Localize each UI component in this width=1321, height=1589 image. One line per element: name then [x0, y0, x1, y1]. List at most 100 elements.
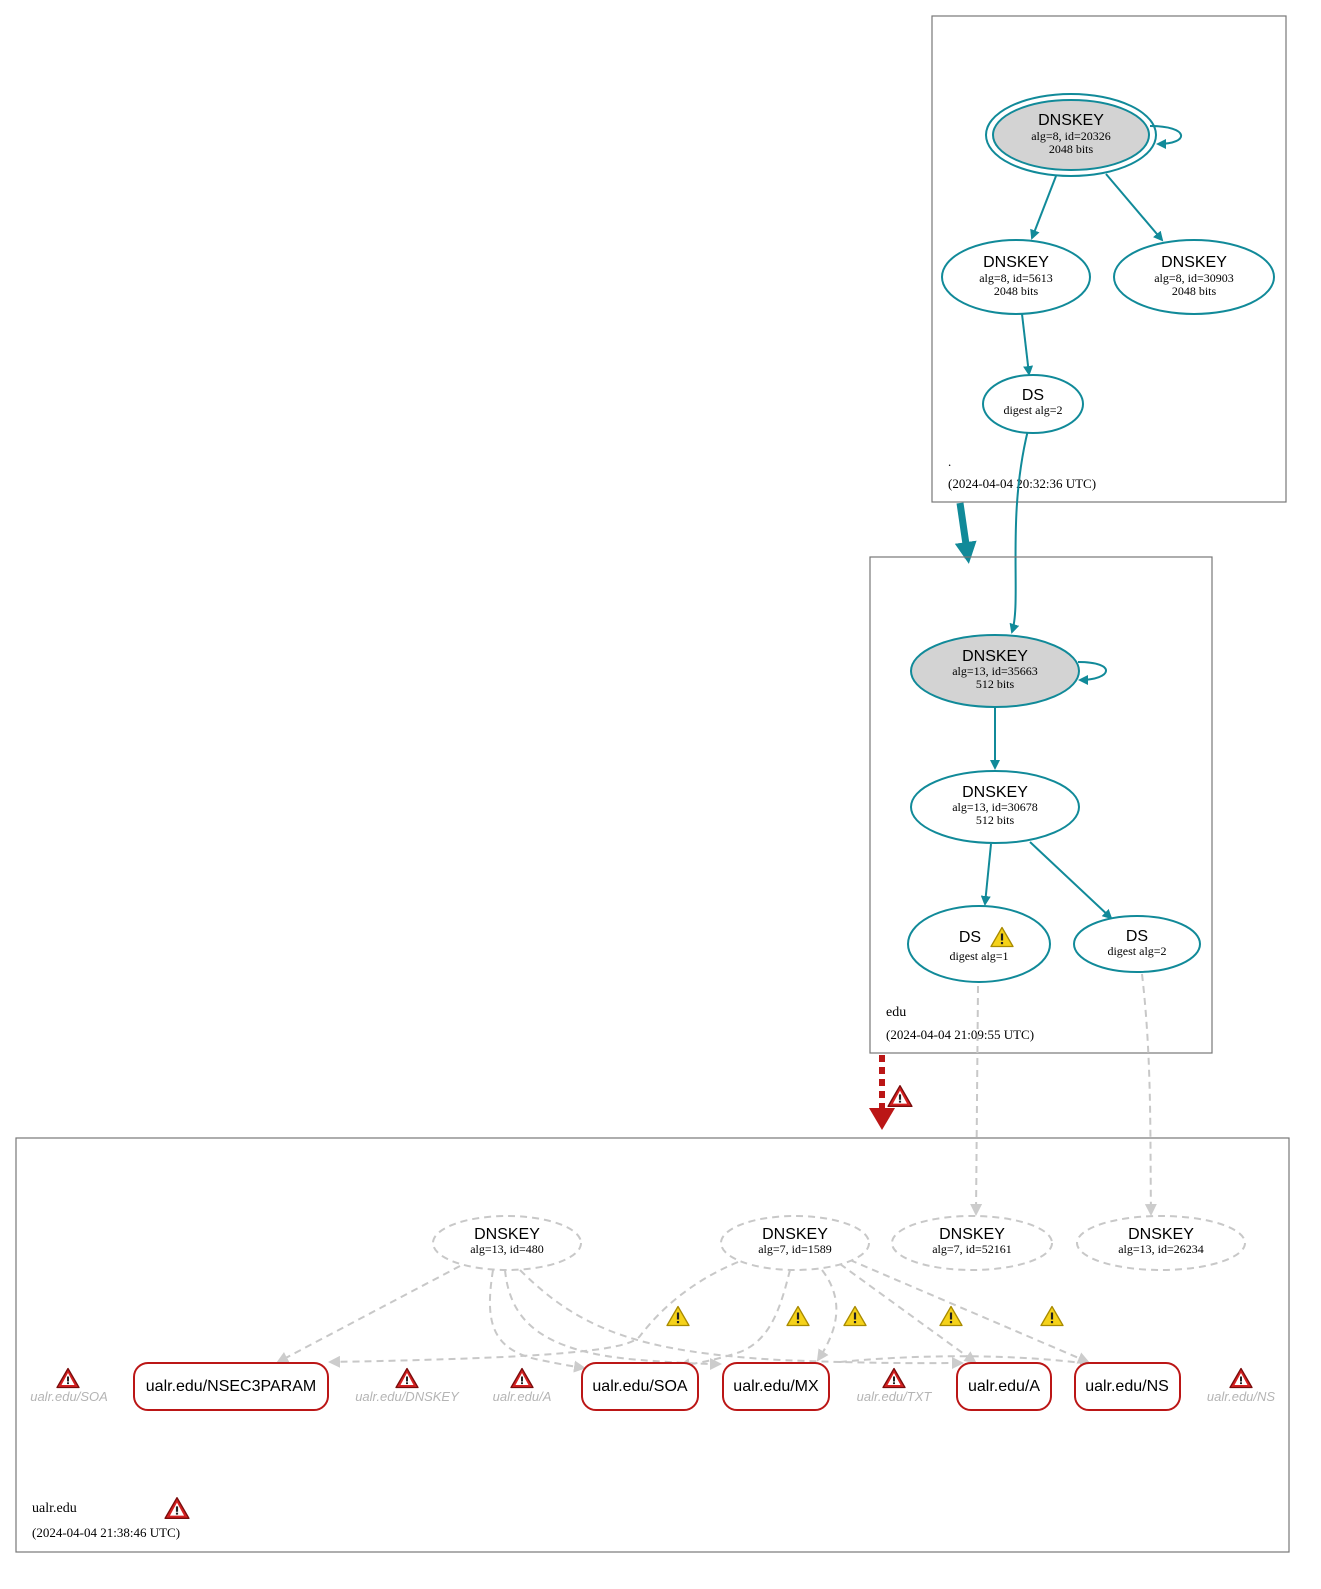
- ualr-key-3[interactable]: DNSKEY alg=7, id=52161: [891, 1215, 1053, 1271]
- ualr-key-4[interactable]: DNSKEY alg=13, id=26234: [1076, 1215, 1246, 1271]
- edu-ksk-bits: 512 bits: [976, 677, 1015, 691]
- edge-key2-mx: [816, 1269, 838, 1362]
- missing-ns-error-icon: [1229, 1367, 1253, 1389]
- edge-key1-a: [519, 1269, 964, 1370]
- zone-root: . (2024-04-04 20:32:36 UTC): [931, 15, 1287, 503]
- edge-key1-nsec3param: [276, 1265, 461, 1363]
- edge-edu-ksk-self: [1077, 661, 1107, 685]
- rrset-mx-label: ualr.edu/MX: [733, 1378, 819, 1395]
- rrset-ns[interactable]: ualr.edu/NS: [1074, 1362, 1181, 1411]
- rrset-soa[interactable]: ualr.edu/SOA: [581, 1362, 699, 1411]
- warning-icon: [786, 1305, 810, 1327]
- ualr-key-2-title: DNSKEY: [762, 1226, 828, 1243]
- root-ksk-title: DNSKEY: [1038, 112, 1104, 129]
- root-ksk-alg: alg=8, id=20326: [1031, 129, 1111, 143]
- edge-root-ds-edu-ksk: [1009, 429, 1029, 634]
- edu-zsk-node[interactable]: DNSKEY alg=13, id=30678 512 bits: [910, 770, 1080, 844]
- zone-edu-name: edu: [886, 1005, 906, 1020]
- edge-warnings: [666, 1305, 1064, 1327]
- ualr-key-2[interactable]: DNSKEY alg=7, id=1589: [720, 1215, 870, 1271]
- edu-edges: [980, 661, 1113, 920]
- edge-key2-a: [839, 1263, 977, 1364]
- edge-delegation-root-edu: [954, 502, 977, 564]
- missing-a-error-icon: [510, 1367, 534, 1389]
- zone-edu-timestamp: (2024-04-04 21:09:55 UTC): [886, 1027, 1034, 1042]
- ualr-key-1[interactable]: DNSKEY alg=13, id=480: [432, 1215, 582, 1271]
- warning-icon: [939, 1305, 963, 1327]
- missing-soa-label: ualr.edu/SOA: [30, 1389, 108, 1404]
- warning-icon: [666, 1305, 690, 1327]
- missing-soa[interactable]: ualr.edu/SOA: [30, 1367, 108, 1405]
- root-ksk-bits: 2048 bits: [1049, 142, 1094, 156]
- edu-ksk-alg: alg=13, id=35663: [952, 664, 1038, 678]
- edge-edu-ds2-ualr-key4: [1141, 973, 1157, 1216]
- warning-icon: [843, 1305, 867, 1327]
- ualr-key-1-title: DNSKEY: [474, 1226, 540, 1243]
- root-zsk1-node[interactable]: DNSKEY alg=8, id=5613 2048 bits: [941, 239, 1091, 315]
- edge-root-zsk1-ds: [1021, 313, 1034, 376]
- ualr-key-4-title: DNSKEY: [1128, 1226, 1194, 1243]
- edu-ds1-node[interactable]: DS digest alg=1: [907, 905, 1051, 983]
- ualr-key-2-alg: alg=7, id=1589: [758, 1242, 832, 1256]
- rrset-a[interactable]: ualr.edu/A: [956, 1362, 1052, 1411]
- edge-key1-soa: [488, 1269, 586, 1373]
- zone-root-timestamp: (2024-04-04 20:32:36 UTC): [948, 476, 1096, 491]
- rrset-ns-label: ualr.edu/NS: [1085, 1378, 1169, 1395]
- missing-txt-label: ualr.edu/TXT: [857, 1389, 933, 1404]
- zone-ualr-timestamp: (2024-04-04 21:38:46 UTC): [32, 1525, 180, 1540]
- ualr-edges: [276, 973, 1157, 1373]
- missing-txt-error-icon: [882, 1367, 906, 1389]
- edu-ksk-title: DNSKEY: [962, 648, 1028, 665]
- root-ds-title: DS: [1022, 387, 1044, 404]
- rrset-mx[interactable]: ualr.edu/MX: [722, 1362, 830, 1411]
- ualr-key-4-alg: alg=13, id=26234: [1118, 1242, 1204, 1256]
- root-zsk2-title: DNSKEY: [1161, 254, 1227, 271]
- edge-key2-nsec3param: [328, 1261, 739, 1368]
- warning-icon: [1040, 1305, 1064, 1327]
- edge-mx-ns-link: [839, 1355, 1092, 1369]
- zone-root-box: [931, 15, 1287, 503]
- edu-ds2-digest: digest alg=2: [1107, 944, 1166, 958]
- edge-root-ksk-zsk1: [1030, 175, 1057, 240]
- root-ksk-node[interactable]: DNSKEY alg=8, id=20326 2048 bits: [985, 93, 1157, 177]
- edu-ds1-digest: digest alg=1: [949, 949, 1008, 963]
- edge-key2-soa: [678, 1269, 791, 1370]
- zone-ualr: ualr.edu (2024-04-04 21:38:46 UTC): [15, 1137, 1290, 1553]
- zone-edu: edu (2024-04-04 21:09:55 UTC): [869, 556, 1213, 1054]
- missing-txt[interactable]: ualr.edu/TXT: [857, 1367, 933, 1405]
- root-ds-node[interactable]: DS digest alg=2: [982, 374, 1084, 434]
- edu-ds2-node[interactable]: DS digest alg=2: [1073, 915, 1201, 973]
- edge-edu-ds1-ualr-key3: [970, 985, 983, 1216]
- zone-ualr-error-icon: [164, 1496, 190, 1520]
- edge-root-ksk-zsk2: [1105, 173, 1164, 242]
- delegation-edu-ualr: [869, 1055, 913, 1130]
- missing-soa-error-icon: [56, 1367, 80, 1389]
- edu-ksk-node[interactable]: DNSKEY alg=13, id=35663 512 bits: [910, 634, 1080, 708]
- rrset-nsec3param[interactable]: ualr.edu/NSEC3PARAM: [133, 1362, 329, 1411]
- zone-root-name: .: [948, 454, 951, 469]
- missing-dnskey-error-icon: [395, 1367, 419, 1389]
- edu-zsk-bits: 512 bits: [976, 813, 1015, 827]
- edu-ds2-title: DS: [1126, 928, 1148, 945]
- ualr-key-1-alg: alg=13, id=480: [470, 1242, 544, 1256]
- edu-zsk-title: DNSKEY: [962, 784, 1028, 801]
- edge-key1-mx: [504, 1269, 722, 1370]
- edge-edu-zsk-ds1: [980, 843, 992, 906]
- missing-dnskey-label: ualr.edu/DNSKEY: [355, 1389, 460, 1404]
- ualr-key-3-alg: alg=7, id=52161: [932, 1242, 1012, 1256]
- zone-edu-box: [869, 556, 1213, 1054]
- root-zsk2-alg: alg=8, id=30903: [1154, 271, 1234, 285]
- root-edges: [954, 125, 1182, 634]
- root-zsk2-node[interactable]: DNSKEY alg=8, id=30903 2048 bits: [1113, 239, 1275, 315]
- edu-zsk-alg: alg=13, id=30678: [952, 800, 1038, 814]
- edu-ds1-title: DS: [959, 929, 981, 946]
- rrset-nsec3param-label: ualr.edu/NSEC3PARAM: [146, 1378, 316, 1395]
- edge-root-ksk-self: [1149, 125, 1182, 149]
- rrset-a-label: ualr.edu/A: [968, 1378, 1040, 1395]
- missing-ns[interactable]: ualr.edu/NS: [1207, 1367, 1275, 1405]
- zone-ualr-box: [15, 1137, 1290, 1553]
- missing-dnskey[interactable]: ualr.edu/DNSKEY: [355, 1367, 460, 1405]
- missing-a[interactable]: ualr.edu/A: [493, 1367, 552, 1405]
- edge-edu-zsk-ds2: [1029, 841, 1113, 920]
- root-zsk1-title: DNSKEY: [983, 254, 1049, 271]
